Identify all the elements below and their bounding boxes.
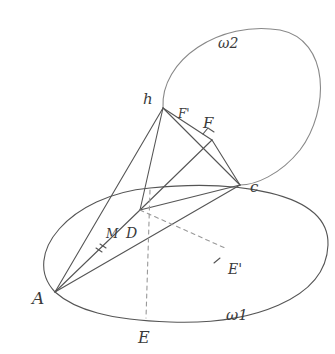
dashed-line [140, 210, 225, 248]
point-label: E [138, 330, 150, 346]
point-label: D [126, 226, 137, 240]
point-label: M [106, 228, 118, 240]
point-label: E' [228, 262, 242, 276]
point-label: c [250, 180, 258, 195]
dashed-height [146, 190, 150, 318]
segment [55, 185, 240, 292]
segment [140, 108, 163, 210]
tick-mark [96, 244, 106, 252]
point-label: F' [178, 108, 190, 120]
circle-omega-1 [44, 186, 328, 323]
segment [55, 108, 163, 292]
point-label: F [203, 116, 213, 131]
point-label: A [32, 290, 44, 307]
tick-mark [214, 258, 220, 263]
point-label: h [143, 92, 153, 107]
point-label: ω1 [226, 308, 248, 323]
segment [140, 140, 212, 210]
segment [212, 140, 240, 185]
segment [163, 108, 240, 185]
segment [55, 210, 140, 292]
point-label: ω2 [218, 36, 238, 50]
circle-omega-2 [163, 28, 321, 185]
segment [140, 185, 240, 210]
